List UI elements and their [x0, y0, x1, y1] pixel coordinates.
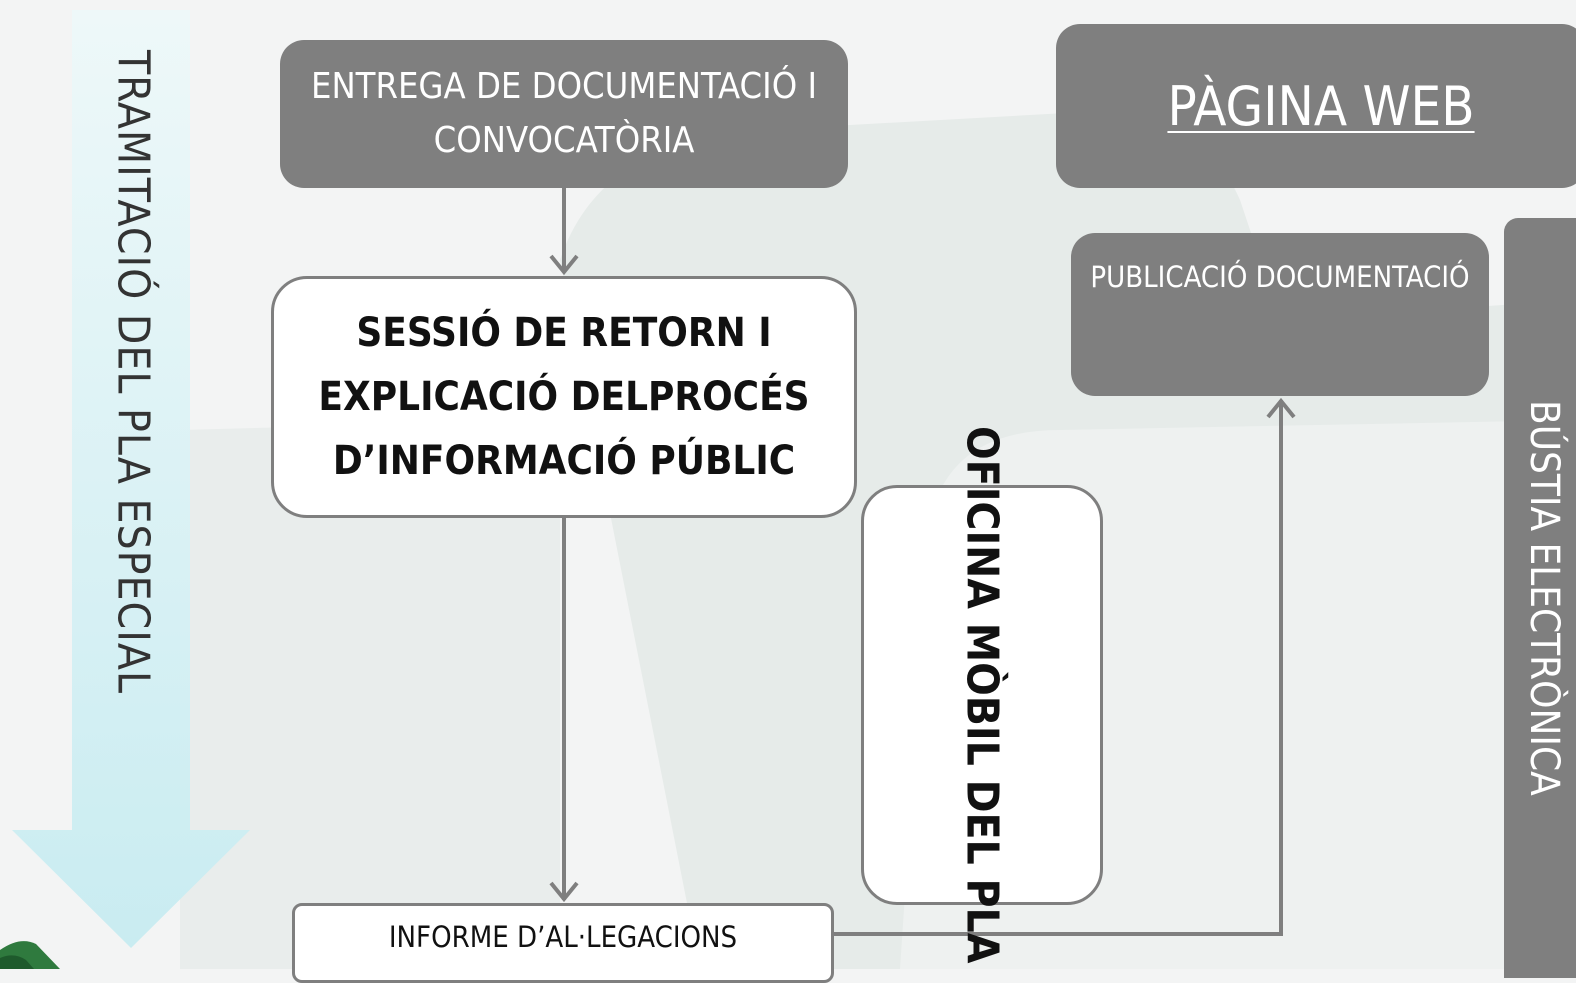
connector-informe-publicacio [834, 400, 1283, 936]
process-arrow [12, 10, 250, 948]
bustia-label: BÚSTIA ELECTRÒNICA [1521, 400, 1567, 796]
sessio-box: SESSIÓ DE RETORN I EXPLICACIÓ DELPROCÉS … [271, 276, 857, 518]
informe-box: INFORME D’AL·LEGACIONS [292, 903, 834, 983]
background-shape-left [180, 420, 560, 969]
pagina-web-box[interactable]: PÀGINA WEB [1056, 24, 1576, 188]
publicacio-label: PUBLICACIÓ DOCUMENTACIÓ [1090, 260, 1470, 294]
sessio-label: SESSIÓ DE RETORN I EXPLICACIÓ DELPROCÉS … [318, 310, 810, 484]
side-arrow-label: TRAMITACIÓ DEL PLA ESPECIAL [107, 50, 159, 694]
bustia-box: BÚSTIA ELECTRÒNICA [1504, 218, 1576, 978]
oficina-box: OFICINA MÒBIL DEL PLA [861, 426, 1103, 964]
informe-label: INFORME D’AL·LEGACIONS [388, 920, 738, 954]
arrowhead-publicacio [1266, 397, 1296, 419]
entrega-box: ENTREGA DE DOCUMENTACIÓ I CONVOCATÒRIA [280, 40, 848, 188]
arrowhead-informe [549, 881, 579, 903]
entrega-label: ENTREGA DE DOCUMENTACIÓ I CONVOCATÒRIA [310, 66, 818, 161]
oficina-label: OFICINA MÒBIL DEL PLA [956, 426, 1008, 964]
leaf-decoration [0, 941, 60, 969]
pagina-web-link[interactable]: PÀGINA WEB [1167, 74, 1475, 138]
arrowhead-sessio [549, 254, 579, 276]
publicacio-box: PUBLICACIÓ DOCUMENTACIÓ [1071, 233, 1489, 396]
